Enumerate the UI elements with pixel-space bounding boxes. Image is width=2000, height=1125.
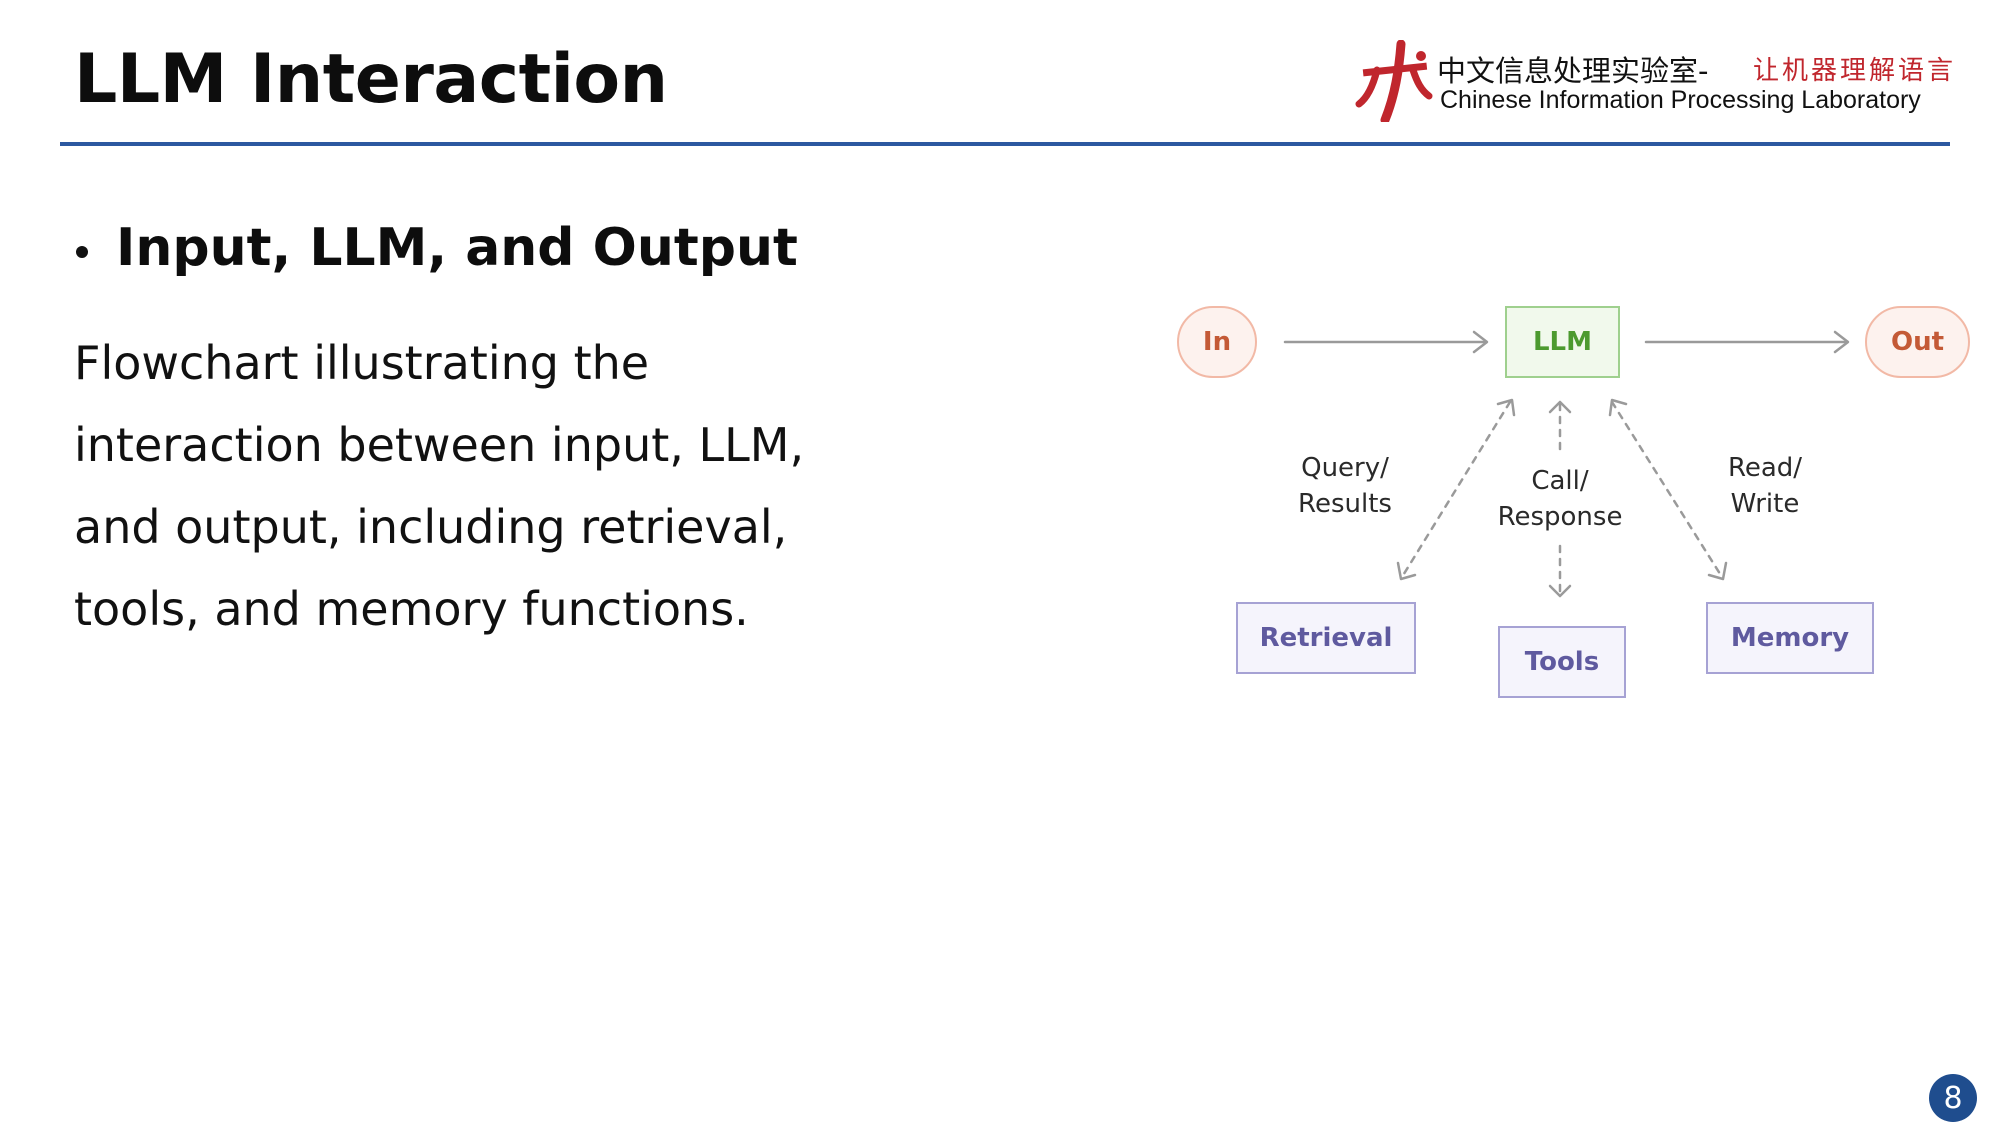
node-llm: LLM xyxy=(1505,306,1620,378)
arrow-llm-memory xyxy=(1610,400,1724,579)
node-tools: Tools xyxy=(1498,626,1626,698)
node-out: Out xyxy=(1865,306,1970,378)
arrow-llm-retrieval xyxy=(1400,400,1512,579)
diagram-connectors xyxy=(1283,330,1850,598)
lab-name-english: Chinese Information Processing Laborator… xyxy=(1440,86,1921,114)
slide-title: LLM Interaction xyxy=(74,40,668,119)
lab-tagline: 让机器理解语言 xyxy=(1753,56,1957,86)
label-read-write: Read/ Write xyxy=(1727,453,1803,519)
llm-flow-diagram: In LLM Out Retrieval Tools Memory Query/… xyxy=(1160,290,2000,730)
node-retrieval: Retrieval xyxy=(1236,602,1416,674)
lab-logo: 中文信息处理实验室- 让机器理解语言 Chinese Information P… xyxy=(1355,38,1955,128)
lab-name-chinese: 中文信息处理实验室- xyxy=(1437,54,1709,88)
title-divider xyxy=(60,142,1950,146)
label-query-results: Query/ Results xyxy=(1298,453,1392,519)
body-paragraph: Flowchart illustrating the interaction b… xyxy=(74,336,805,636)
node-in: In xyxy=(1177,306,1257,378)
label-call-response: Call/ Response xyxy=(1497,466,1623,532)
page-number-badge: 8 xyxy=(1929,1074,1977,1122)
node-memory: Memory xyxy=(1706,602,1874,674)
bullet-icon xyxy=(76,246,88,258)
lab-logo-mark xyxy=(1355,40,1433,122)
bullet-heading: Input, LLM, and Output xyxy=(116,218,798,278)
